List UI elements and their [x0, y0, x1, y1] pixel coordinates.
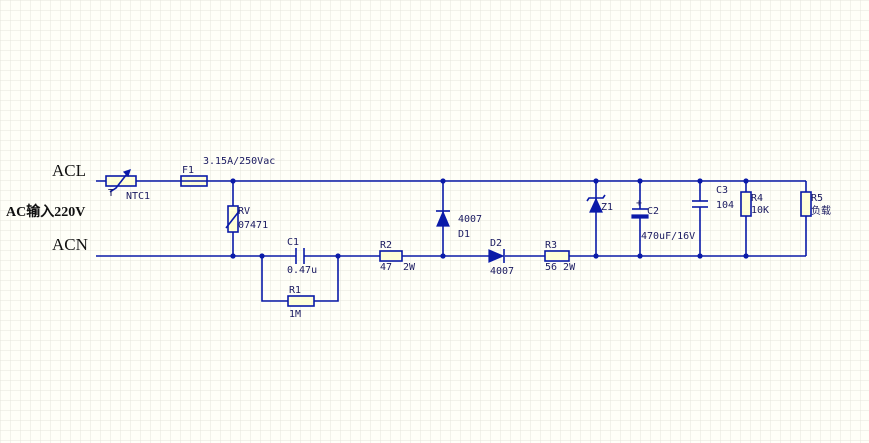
rv-designator: RV: [238, 206, 250, 217]
d1-designator: D1: [458, 229, 470, 240]
input-label: AC输入220V: [6, 203, 85, 220]
r3-designator: R3: [545, 240, 557, 251]
f1-value: 3.15A/250Vac: [203, 156, 275, 167]
r1-value: 1M: [289, 309, 301, 320]
d1-value: 4007: [458, 214, 482, 225]
c1-designator: C1: [287, 237, 299, 248]
capacitor-c1[interactable]: C1 0.47u: [287, 237, 317, 276]
r2-rating: 2W: [403, 262, 416, 273]
r2-designator: R2: [380, 240, 392, 251]
r5-value: 负载: [811, 204, 831, 217]
c2-value: 470uF/16V: [641, 231, 695, 242]
r5-designator: R5: [811, 193, 823, 204]
diode-d2[interactable]: D2 4007: [488, 238, 514, 277]
c3-designator: C3: [716, 185, 728, 196]
resistor-r2[interactable]: R2 47 2W: [379, 240, 416, 273]
net-label-acn: ACN: [52, 235, 88, 254]
net-label-acl: ACL: [52, 161, 86, 180]
junctions: [230, 178, 749, 259]
fuse-f1[interactable]: F1 3.15A/250Vac: [180, 156, 275, 187]
ntc1-symbol-label: T: [108, 188, 114, 199]
resistor-r1[interactable]: R1 1M: [287, 285, 315, 320]
varistor-rv[interactable]: RV 07471: [225, 205, 268, 233]
r4-value: 10K: [751, 205, 769, 216]
thermistor-ntc1[interactable]: T NTC1: [105, 169, 150, 202]
c2-designator: C2: [647, 206, 659, 217]
resistor-r3[interactable]: R3 56 2W: [544, 240, 576, 273]
c2-polarity-plus: +: [636, 198, 642, 209]
zener-z1[interactable]: Z1: [586, 194, 613, 213]
d2-designator: D2: [490, 238, 502, 249]
resistor-r5-load[interactable]: R5 负载: [800, 191, 831, 217]
r3-value: 56 2W: [545, 262, 576, 273]
resistor-r4[interactable]: R4 10K: [740, 191, 769, 217]
rv-value: 07471: [238, 220, 268, 231]
capacitor-c2[interactable]: + C2 470uF/16V: [631, 198, 695, 242]
r4-designator: R4: [751, 193, 763, 204]
f1-designator: F1: [182, 165, 194, 176]
d2-value: 4007: [490, 266, 514, 277]
r1-designator: R1: [289, 285, 301, 296]
z1-designator: Z1: [601, 202, 613, 213]
capacitor-c3[interactable]: C3 104: [692, 185, 734, 211]
c1-value: 0.47u: [287, 265, 317, 276]
ntc1-designator: NTC1: [126, 191, 150, 202]
c3-value: 104: [716, 200, 734, 211]
diode-d1[interactable]: 4007 D1: [436, 210, 482, 240]
r2-value: 47: [380, 262, 392, 273]
